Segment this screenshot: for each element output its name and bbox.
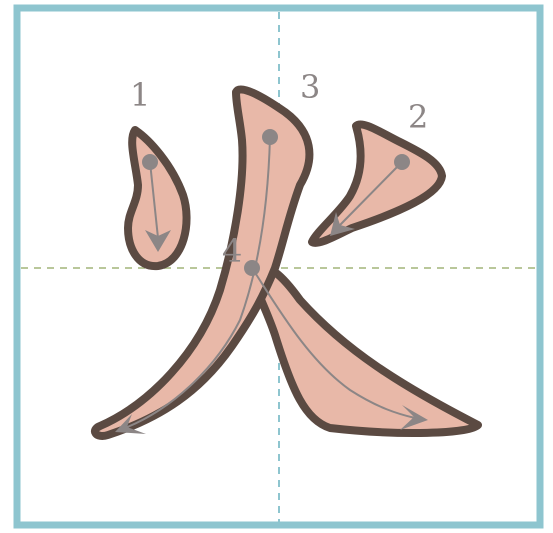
stroke-3-start-dot: [262, 129, 278, 145]
stroke-1-start-dot: [142, 154, 158, 170]
stroke-3-number: 3: [300, 68, 320, 106]
stroke-2-number: 2: [408, 98, 428, 136]
stroke-2-start-dot: [394, 154, 410, 170]
stroke-4-start-dot: [244, 260, 260, 276]
stroke-1-number: 1: [130, 76, 150, 114]
stroke-4-number: 4: [222, 232, 242, 270]
